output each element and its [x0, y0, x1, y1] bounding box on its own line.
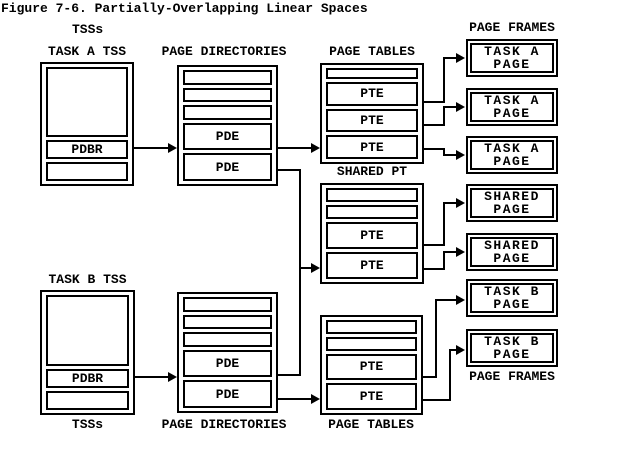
arrow-shared-pte1-to-shared-page-1: [424, 202, 457, 246]
page-table-shared: PTE PTE: [320, 183, 424, 284]
page-frame-inner: TASK B PAGE: [470, 283, 554, 313]
arrowhead: [456, 198, 465, 208]
task-a-tss-box: PDBR: [40, 62, 134, 186]
frame-label-line2: PAGE: [493, 202, 531, 217]
label-page-tables-bottom: PAGE TABLES: [328, 417, 414, 432]
frame-label-line2: PAGE: [493, 347, 531, 362]
frame-label-line1: TASK A: [484, 141, 540, 156]
arrow-pte-a3-to-frame-3: [424, 148, 457, 156]
arrowhead: [311, 143, 320, 153]
arrowhead: [456, 295, 465, 305]
pte-row: PTE: [326, 252, 418, 279]
task-b-tss-box: PDBR: [40, 290, 135, 415]
page-frame-inner: SHARED PAGE: [470, 188, 554, 218]
label-tsss-top: TSSs: [72, 22, 104, 37]
pte-row: PTE: [326, 108, 418, 133]
page-frame-inner: SHARED PAGE: [470, 237, 554, 267]
label-task-a-tss: TASK A TSS: [47, 44, 126, 59]
wire-pde-a2-and-pde-b1-junction: [278, 169, 301, 376]
pte-row: PTE: [326, 222, 418, 249]
page-frame-inner: TASK A PAGE: [470, 92, 554, 122]
arrowhead: [311, 263, 320, 273]
page-frame-shared-1: SHARED PAGE: [466, 184, 558, 222]
pde-row: PDE: [183, 153, 272, 181]
table-row-empty: [326, 205, 418, 219]
pte-row: PTE: [326, 135, 418, 159]
arrow-pte-b2-to-task-b-page-2: [423, 349, 457, 401]
pde-row: PDE: [183, 349, 272, 378]
page-frame-task-b-2: TASK B PAGE: [466, 329, 558, 367]
label-page-directories-bottom: PAGE DIRECTORIES: [161, 417, 287, 432]
frame-label-line2: PAGE: [493, 57, 531, 72]
frame-label-line1: TASK B: [484, 284, 540, 299]
pdbr-row: PDBR: [46, 140, 128, 159]
table-row-empty: [326, 320, 417, 334]
frame-label-line2: PAGE: [493, 251, 531, 266]
arrowhead: [168, 143, 177, 153]
directory-row-empty: [183, 314, 272, 330]
tss-empty-row: [46, 162, 128, 181]
directory-row-empty: [183, 105, 272, 120]
table-row-empty: [326, 68, 418, 79]
frame-label-line2: PAGE: [493, 106, 531, 121]
arrowhead: [311, 394, 320, 404]
arrowhead: [456, 102, 465, 112]
label-page-directories-top: PAGE DIRECTORIES: [161, 44, 287, 59]
page-frame-inner: TASK A PAGE: [470, 140, 554, 170]
frame-label-line1: TASK B: [484, 334, 540, 349]
page-directory-task-a: PDE PDE: [177, 65, 278, 186]
pte-row: PTE: [326, 383, 417, 410]
arrowhead: [456, 150, 465, 160]
frame-label-line2: PAGE: [493, 154, 531, 169]
directory-row-empty: [183, 70, 272, 85]
page-frame-inner: TASK B PAGE: [470, 333, 554, 363]
directory-row-empty: [183, 87, 272, 103]
pte-row: PTE: [326, 353, 417, 381]
label-page-tables-top: PAGE TABLES: [329, 44, 415, 59]
tss-empty-row: [46, 391, 129, 410]
arrowhead: [456, 247, 465, 257]
frame-label-line2: PAGE: [493, 297, 531, 312]
tss-descriptor-area: [46, 67, 128, 137]
page-frame-task-a-2: TASK A PAGE: [466, 88, 558, 126]
label-page-frames-top: PAGE FRAMES: [469, 20, 555, 35]
page-frame-inner: TASK A PAGE: [470, 43, 554, 73]
arrow-shared-pte2-to-shared-page-2: [424, 251, 457, 270]
arrow-pte-a1-to-frame-1: [424, 57, 457, 103]
frame-label-line1: TASK A: [484, 44, 540, 59]
frame-label-line1: SHARED: [484, 238, 540, 253]
label-page-frames-bottom: PAGE FRAMES: [469, 369, 555, 384]
pde-row: PDE: [183, 380, 272, 408]
frame-label-line1: SHARED: [484, 189, 540, 204]
arrow-pte-a2-to-frame-2: [424, 106, 457, 126]
figure-title: Figure 7-6. Partially-Overlapping Linear…: [1, 1, 368, 16]
label-shared-pt: SHARED PT: [336, 164, 408, 179]
label-task-b-tss: TASK B TSS: [48, 272, 127, 287]
arrowhead: [168, 372, 177, 382]
page-frame-task-b-1: TASK B PAGE: [466, 279, 558, 317]
page-table-task-a: PTE PTE PTE: [320, 63, 424, 164]
label-tsss-bottom: TSSs: [71, 417, 104, 432]
tss-descriptor-area: [46, 295, 129, 366]
arrowhead: [456, 53, 465, 63]
arrow-pte-b1-to-task-b-page-1: [423, 299, 457, 378]
arrowhead: [456, 345, 465, 355]
pdbr-row: PDBR: [46, 369, 129, 388]
table-row-empty: [326, 188, 418, 202]
pte-row: PTE: [326, 81, 418, 106]
page-table-task-b: PTE PTE: [320, 315, 423, 415]
pde-row: PDE: [183, 122, 272, 151]
page-directory-task-b: PDE PDE: [177, 292, 278, 413]
frame-label-line1: TASK A: [484, 93, 540, 108]
directory-row-empty: [183, 297, 272, 312]
page-frame-shared-2: SHARED PAGE: [466, 233, 558, 271]
directory-row-empty: [183, 332, 272, 347]
page-frame-task-a-1: TASK A PAGE: [466, 39, 558, 77]
table-row-empty: [326, 336, 417, 351]
page-frame-task-a-3: TASK A PAGE: [466, 136, 558, 174]
